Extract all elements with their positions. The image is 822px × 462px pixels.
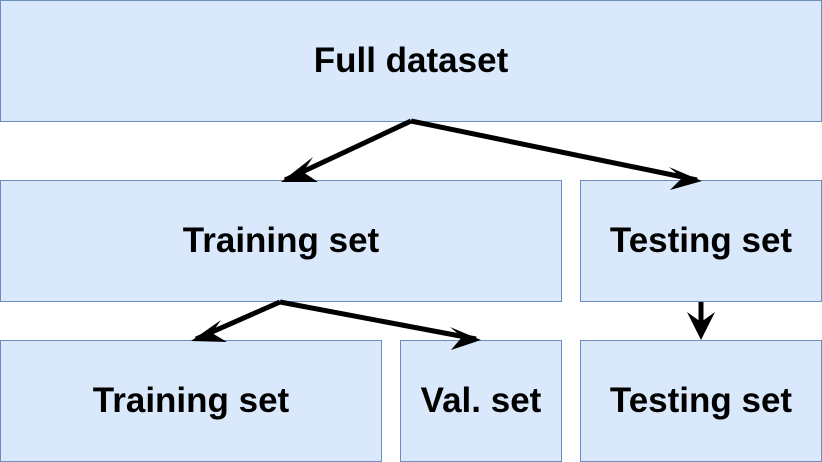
testing-set-final-label: Testing set bbox=[609, 381, 793, 420]
full-dataset-label: Full dataset bbox=[313, 41, 509, 80]
training-set-split-label: Training set bbox=[92, 381, 290, 420]
testing-set-final-box: Testing set bbox=[580, 340, 822, 462]
training-set-box: Training set bbox=[0, 180, 562, 302]
training-set-label: Training set bbox=[182, 221, 380, 260]
validation-set-box: Val. set bbox=[400, 340, 562, 462]
validation-set-label: Val. set bbox=[420, 381, 542, 420]
arrow-full-to-testing bbox=[410, 118, 698, 183]
full-dataset-box: Full dataset bbox=[0, 0, 822, 122]
arrow-full-to-training bbox=[283, 118, 413, 183]
testing-set-label: Testing set bbox=[609, 221, 793, 260]
testing-set-box: Testing set bbox=[580, 180, 822, 302]
arrowhead-testing-to-testing-final bbox=[687, 312, 715, 340]
arrow-training-to-validation bbox=[279, 299, 477, 342]
arrowhead-training-to-training-split bbox=[191, 320, 227, 342]
training-set-split-box: Training set bbox=[0, 340, 382, 462]
arrow-training-to-training-split bbox=[194, 299, 282, 342]
arrowhead-full-to-training bbox=[281, 157, 318, 182]
